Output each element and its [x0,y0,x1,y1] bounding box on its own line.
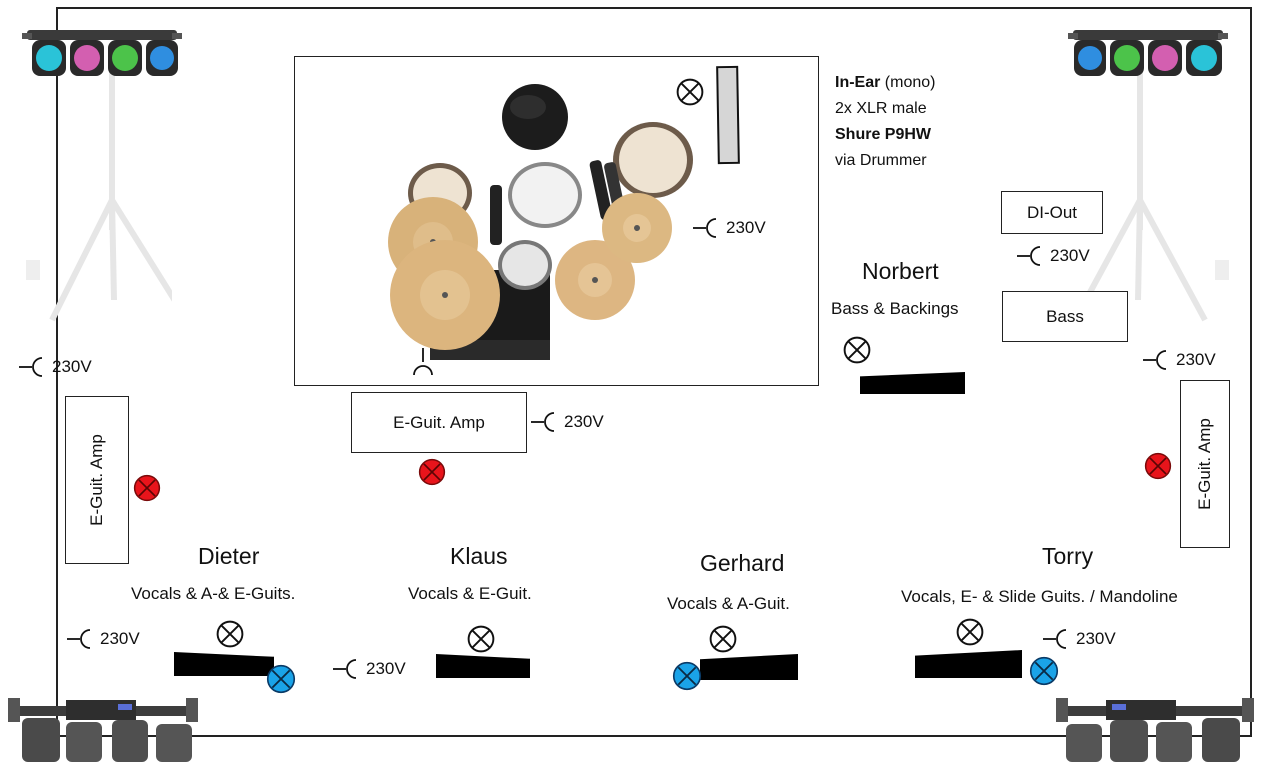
red-crossed-circle-icon [133,474,161,502]
drum-fill-wedge [716,65,740,165]
bass-amp-box: Bass [1002,291,1128,342]
red-crossed-circle-icon [418,458,446,486]
monitor-wedge-norbert [860,372,965,394]
led-bar-icon [22,26,182,82]
crossed-circle-icon [467,625,495,653]
led-bar-icon [8,688,198,762]
power-outlet-dieter: 230V [66,629,140,649]
power-outlet-center: 230V [530,412,604,432]
power-outlet-icon [1042,629,1072,649]
power-outlet-icon [18,357,48,377]
led-bar-icon [1056,688,1256,762]
musician-role-gerhard: Vocals & A-Guit. [667,594,790,613]
guitar-amp-right: E-Guit. Amp [1180,380,1230,548]
musician-name-norbert: Norbert [862,258,939,284]
in-ear-mode: (mono) [880,74,936,91]
drum-kit-icon [385,70,715,370]
stage-outline [56,7,1252,737]
musician-name-gerhard: Gerhard [700,550,785,576]
musician-name-dieter: Dieter [198,543,260,569]
in-ear-info: In-Ear (mono) 2x XLR male Shure P9HW via… [835,70,935,174]
power-outlet-icon [530,412,560,432]
blue-crossed-circle-icon [672,661,702,691]
crossed-circle-icon [216,620,244,648]
di-out-box: DI-Out [1001,191,1103,234]
crossed-circle-icon [843,336,871,364]
blue-crossed-circle-icon [1029,656,1059,686]
power-outlet-bass: 230V [1016,246,1090,266]
musician-name-torry: Torry [1042,543,1094,569]
monitor-wedge-torry [915,650,1022,678]
power-outlet-drums: 230V [692,218,766,238]
power-outlet-icon [332,659,362,679]
in-ear-title: In-Ear [835,74,881,91]
crossed-circle-icon [956,618,984,646]
monitor-wedge-klaus [436,654,530,678]
musician-role-klaus: Vocals & E-Guit. [408,584,532,603]
power-outlet-torry: 230V [1042,629,1116,649]
musician-role-dieter: Vocals & A-& E-Guits. [131,584,296,603]
power-outlet-icon [1016,246,1046,266]
power-outlet-right: 230V [1142,350,1216,370]
guitar-amp-left: E-Guit. Amp [65,396,129,564]
musician-name-klaus: Klaus [450,543,508,569]
crossed-circle-icon [709,625,737,653]
musician-role-torry: Vocals, E- & Slide Guits. / Mandoline [901,587,1178,606]
in-ear-connector: 2x XLR male [835,100,927,117]
power-outlet-icon [66,629,96,649]
power-outlet-left: 230V [18,357,92,377]
musician-role-norbert: Bass & Backings [831,299,959,318]
power-outlet-icon [1142,350,1172,370]
guitar-amp-center: E-Guit. Amp [351,392,527,453]
in-ear-model: Shure P9HW [835,126,932,143]
led-bar-icon [1068,26,1228,82]
power-outlet-klaus: 230V [332,659,406,679]
in-ear-routing: via Drummer [835,152,927,169]
red-crossed-circle-icon [1144,452,1172,480]
blue-crossed-circle-icon [266,664,296,694]
power-outlet-icon [692,218,722,238]
crossed-circle-icon [676,78,704,106]
power-outlet-icon [413,348,433,376]
